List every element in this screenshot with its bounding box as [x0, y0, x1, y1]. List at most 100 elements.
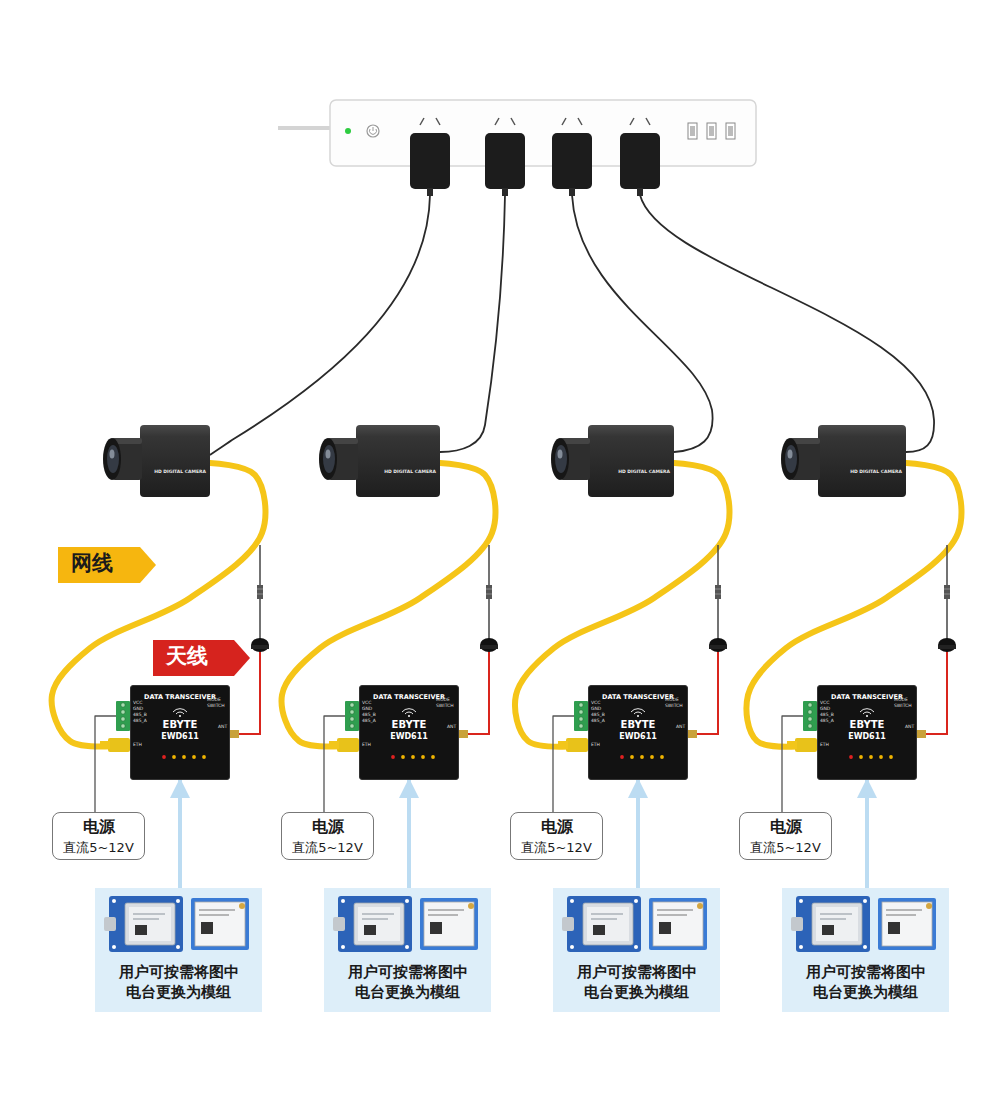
illustration-part	[558, 545, 727, 759]
power-heading: 电源	[282, 817, 373, 837]
illustration-part	[370, 127, 377, 134]
module-note-panel: 用户可按需将图中 电台更换为模组	[324, 888, 491, 1012]
replace-arrow	[865, 780, 869, 888]
power-leader-line	[95, 716, 130, 812]
brand-name: EBYTE	[360, 719, 458, 732]
model-name: EWD611	[589, 732, 687, 742]
power-leader-line	[553, 716, 588, 812]
illustration-part	[210, 195, 430, 455]
module-note-text: 用户可按需将图中 电台更换为模组	[562, 962, 712, 1002]
module-note-panel: 用户可按需将图中 电台更换为模组	[553, 888, 720, 1012]
illustration-part	[103, 438, 142, 480]
camera-body: HD DIGITAL CAMERA	[588, 425, 674, 497]
illustration-part	[319, 438, 358, 480]
illustration-part	[572, 195, 713, 452]
brand-name: EBYTE	[589, 719, 687, 732]
adapter-wires	[210, 195, 934, 455]
module-note-panel: 用户可按需将图中 电台更换为模组	[782, 888, 949, 1012]
power-spec: 直流5~12V	[53, 840, 144, 856]
illustration-part	[709, 126, 714, 136]
power-spec: 直流5~12V	[740, 840, 831, 856]
transceiver-box: DATA TRANSCEIVER EBYTEEWD611	[817, 685, 917, 780]
camera-model-text: HD DIGITAL CAMERA	[618, 469, 670, 475]
camera-body: HD DIGITAL CAMERA	[356, 425, 440, 497]
model-name: EWD611	[818, 732, 916, 742]
illustration-part	[329, 545, 498, 759]
power-heading: 电源	[53, 817, 144, 837]
illustration-part	[562, 896, 707, 952]
illustration-part	[620, 133, 660, 189]
illustration-part	[569, 188, 575, 196]
callout-tag: 天线	[153, 640, 250, 676]
module-note-text: 用户可按需将图中 电台更换为模组	[791, 962, 941, 1002]
illustration-part	[278, 126, 330, 130]
model-name: EWD611	[360, 732, 458, 742]
tag-shape	[58, 547, 156, 583]
illustration-part	[728, 126, 733, 136]
illustration-part	[552, 133, 592, 189]
illustration-part	[330, 100, 756, 166]
illustration-part	[502, 188, 508, 196]
illustration-part	[640, 195, 934, 452]
replace-arrow	[178, 780, 182, 888]
device-title: DATA TRANSCEIVER	[589, 693, 687, 701]
illustration-part	[104, 896, 249, 952]
brand-name: EBYTE	[818, 719, 916, 732]
model-name: EWD611	[131, 732, 229, 742]
power-adapters	[410, 133, 660, 196]
illustration-part	[485, 133, 525, 189]
illustration-part	[688, 123, 697, 139]
illustration-part	[100, 545, 269, 759]
illustration-part	[427, 188, 433, 196]
power-heading: 电源	[511, 817, 602, 837]
power-leader-line	[324, 716, 359, 812]
module-note-text: 用户可按需将图中 电台更换为模组	[104, 962, 254, 1002]
illustration-part	[781, 438, 820, 480]
replace-arrow	[407, 780, 411, 888]
illustration-part	[551, 438, 590, 480]
illustration-part	[726, 123, 735, 139]
power-note-box: 电源直流5~12V	[510, 812, 603, 860]
illustration-part	[707, 123, 716, 139]
tag-shape	[153, 640, 250, 676]
illustration-part	[440, 195, 505, 452]
replace-arrow	[636, 780, 640, 888]
brand-name: EBYTE	[131, 719, 229, 732]
camera-model-text: HD DIGITAL CAMERA	[850, 469, 902, 475]
power-heading: 电源	[740, 817, 831, 837]
transceiver-details	[100, 545, 956, 759]
illustration-part	[787, 545, 956, 759]
camera-model-text: HD DIGITAL CAMERA	[154, 469, 206, 475]
device-title: DATA TRANSCEIVER	[818, 693, 916, 701]
illustration-part	[637, 188, 643, 196]
camera-body: HD DIGITAL CAMERA	[140, 425, 210, 497]
camera-model-text: HD DIGITAL CAMERA	[384, 469, 436, 475]
callout-text: 网线	[71, 550, 113, 576]
power-note-box: 电源直流5~12V	[52, 812, 145, 860]
device-title: DATA TRANSCEIVER	[360, 693, 458, 701]
camera-body: HD DIGITAL CAMERA	[818, 425, 906, 497]
transceiver-box: DATA TRANSCEIVER EBYTEEWD611	[359, 685, 459, 780]
illustration-part	[690, 126, 695, 136]
transceiver-box: DATA TRANSCEIVER EBYTEEWD611	[588, 685, 688, 780]
callout-tag: 网线	[58, 547, 156, 583]
camera-lenses	[103, 438, 820, 480]
transceiver-box: DATA TRANSCEIVER EBYTEEWD611	[130, 685, 230, 780]
illustration-part	[410, 133, 450, 189]
illustration-part	[420, 118, 650, 125]
module-note-panel: 用户可按需将图中 电台更换为模组	[95, 888, 262, 1012]
power-note-box: 电源直流5~12V	[739, 812, 832, 860]
power-spec: 直流5~12V	[282, 840, 373, 856]
power-strip	[278, 100, 756, 166]
callout-text: 天线	[166, 643, 208, 669]
device-title: DATA TRANSCEIVER	[131, 693, 229, 701]
power-spec: 直流5~12V	[511, 840, 602, 856]
illustration-part	[333, 896, 478, 952]
illustration-part	[367, 125, 379, 137]
module-images	[104, 896, 936, 952]
power-note-box: 电源直流5~12V	[281, 812, 374, 860]
module-note-text: 用户可按需将图中 电台更换为模组	[333, 962, 483, 1002]
illustration-part	[345, 128, 351, 134]
